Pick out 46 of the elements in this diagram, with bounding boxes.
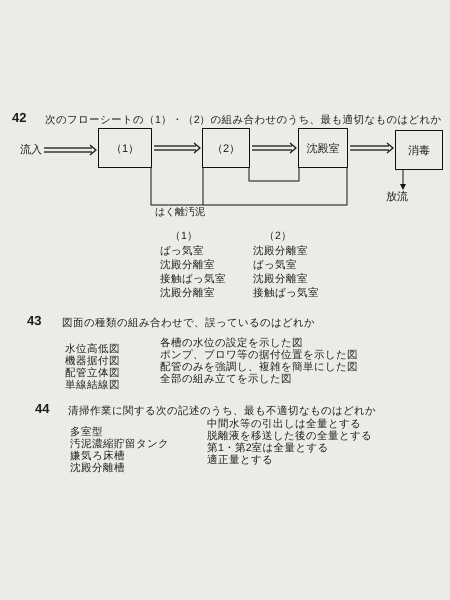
answer-option: 機器据付図 [65, 355, 120, 367]
arrow [400, 170, 406, 190]
question-text: 図面の種類の組み合わせで、誤っているのはどれか [62, 317, 315, 329]
answer-option: 各槽の水位の設定を示した図 [160, 337, 303, 349]
edge-label: はく離汚泥 [154, 207, 206, 219]
double-arrow [153, 142, 201, 154]
flow-label: 放流 [386, 190, 408, 204]
answer-option: 適正量とする [207, 454, 273, 466]
answer-option: ポンプ、ブロワ等の据付位置を示した図 [160, 349, 358, 361]
flow-label: 流入 [20, 143, 42, 157]
answer-option: 単線結線図 [65, 379, 120, 391]
answer-option: 中間水等の引出しは全量とする [207, 418, 361, 430]
answer-option: 沈殿分離室 [160, 259, 215, 271]
question-number: 43 [27, 315, 42, 327]
process-box: （2） [202, 128, 250, 168]
process-box: 沈殿室 [298, 128, 348, 168]
answer-option: 水位高低図 [65, 343, 120, 355]
answer-option: 沈殿分離室 [160, 287, 215, 299]
answer-option: 沈殿分離槽 [70, 462, 125, 474]
double-arrow [349, 142, 394, 154]
column-header: （2） [264, 230, 292, 242]
answer-option: ばっ気室 [160, 245, 204, 257]
answer-option: 全部の組み立てを示した図 [160, 373, 292, 385]
double-arrow [43, 144, 97, 156]
answer-option: 汚泥濃縮貯留タンク [70, 438, 169, 450]
double-arrow [251, 142, 297, 154]
question-text: 清掃作業に関する次の記述のうち、最も不適切なものはどれか [68, 405, 376, 417]
sludge-line [202, 168, 348, 206]
answer-option: 脱離液を移送した後の全量とする [207, 430, 372, 442]
question-number: 44 [35, 403, 50, 415]
sludge-line [248, 168, 300, 182]
process-box: 消毒 [395, 130, 443, 170]
question-number: 42 [12, 112, 26, 124]
answer-option: 嫌気ろ床槽 [70, 450, 125, 462]
answer-option: 接触ばっ気室 [253, 287, 319, 299]
answer-option: 配管のみを強調し、複雑を簡単にした図 [160, 361, 358, 373]
column-header: （1） [170, 230, 198, 242]
answer-option: 沈殿分離室 [253, 245, 308, 257]
answer-option: ばっ気室 [253, 259, 297, 271]
answer-option: 配管立体図 [65, 367, 120, 379]
answer-option: 第1・第2室は全量とする [207, 442, 329, 454]
process-box: （1） [98, 128, 152, 168]
answer-option: 接触ばっ気室 [160, 273, 226, 285]
question-text: 次のフローシートの（1）・（2）の組み合わせのうち、最も適切なものはどれか [45, 114, 442, 126]
answer-option: 多室型 [70, 426, 103, 438]
answer-option: 沈殿分離室 [253, 273, 308, 285]
